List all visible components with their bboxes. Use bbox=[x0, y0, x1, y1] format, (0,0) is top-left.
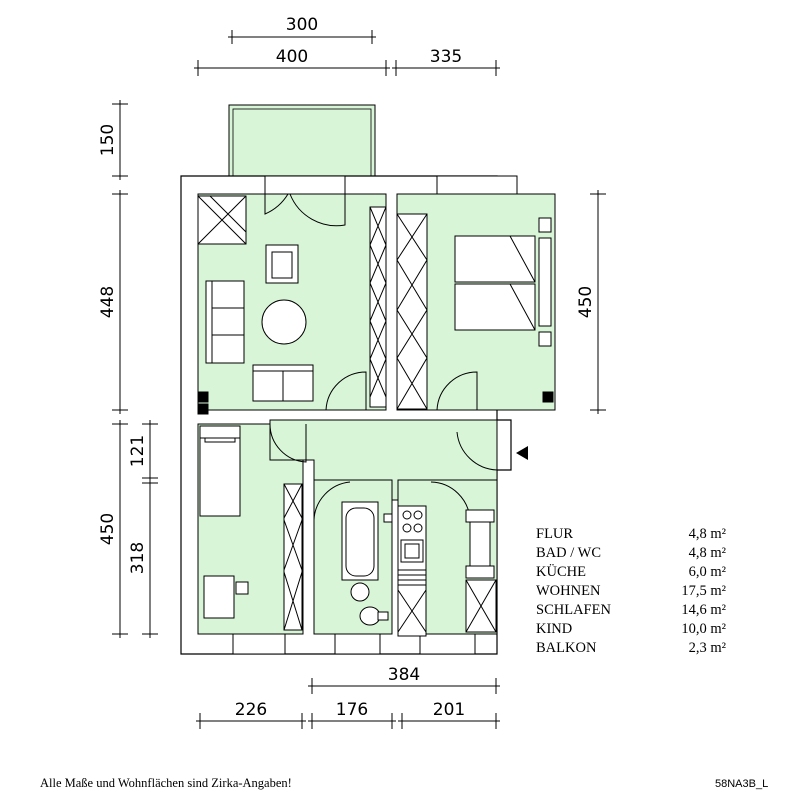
furniture-wohnen bbox=[197, 195, 387, 408]
dim-top-left: 400 bbox=[276, 47, 308, 67]
legend-row: BAD / WC 4,8 m² bbox=[536, 544, 726, 563]
windows bbox=[232, 175, 518, 655]
legend-row: KIND 10,0 m² bbox=[536, 620, 726, 639]
dim-right-bedroom: 450 bbox=[576, 286, 596, 318]
legend-room: SCHLAFEN bbox=[536, 602, 611, 618]
legend-room: BAD / WC bbox=[536, 545, 601, 561]
legend-area: 2,3 m² bbox=[688, 640, 726, 656]
dim-bottom-total: 384 bbox=[388, 665, 420, 685]
dim-left-lower: 450 bbox=[98, 513, 118, 545]
dim-top-balcony: 300 bbox=[286, 15, 318, 35]
area-legend: FLUR 4,8 m² BAD / WC 4,8 m² KÜCHE 6,0 m² WO… bbox=[536, 525, 726, 658]
dim-bottom-middle: 176 bbox=[336, 700, 368, 720]
legend-room: WOHNEN bbox=[536, 583, 601, 599]
legend-row: WOHNEN 17,5 m² bbox=[536, 582, 726, 601]
legend-area: 14,6 m² bbox=[681, 602, 726, 618]
legend-area: 17,5 m² bbox=[681, 583, 726, 599]
entrance-arrow-icon bbox=[516, 446, 528, 460]
legend-area: 4,8 m² bbox=[688, 545, 726, 561]
legend-room: BALKON bbox=[536, 640, 597, 656]
dimension-lines bbox=[112, 30, 606, 729]
legend-area: 4,8 m² bbox=[688, 526, 726, 542]
legend-room: FLUR bbox=[536, 526, 574, 542]
legend-row: KÜCHE 6,0 m² bbox=[536, 563, 726, 582]
legend-row: BALKON 2,3 m² bbox=[536, 639, 726, 658]
dim-left-lower-a: 121 bbox=[128, 435, 148, 467]
footer-note: Alle Maße und Wohnflächen sind Zirka-Ang… bbox=[40, 776, 292, 790]
legend-room: KÜCHE bbox=[536, 564, 586, 580]
legend-area: 6,0 m² bbox=[688, 564, 726, 580]
furniture-kueche bbox=[397, 505, 497, 637]
dim-left-lower-b: 318 bbox=[128, 542, 148, 574]
legend-area: 10,0 m² bbox=[681, 621, 726, 637]
legend-room: KIND bbox=[536, 621, 573, 637]
legend-row: FLUR 4,8 m² bbox=[536, 525, 726, 544]
legend-row: SCHLAFEN 14,6 m² bbox=[536, 601, 726, 620]
balcony bbox=[228, 104, 376, 179]
dim-bottom-right: 201 bbox=[433, 700, 465, 720]
dim-bottom-left: 226 bbox=[235, 700, 267, 720]
furniture-kind bbox=[197, 403, 303, 631]
furniture-schlafen bbox=[396, 213, 554, 410]
dim-left-upper: 448 bbox=[98, 286, 118, 318]
dim-top-right: 335 bbox=[430, 47, 462, 67]
furniture-bad bbox=[341, 501, 393, 626]
plan-code: 58NA3B_L bbox=[715, 778, 769, 790]
doors bbox=[264, 193, 498, 521]
dim-left-balcony: 150 bbox=[98, 124, 118, 156]
